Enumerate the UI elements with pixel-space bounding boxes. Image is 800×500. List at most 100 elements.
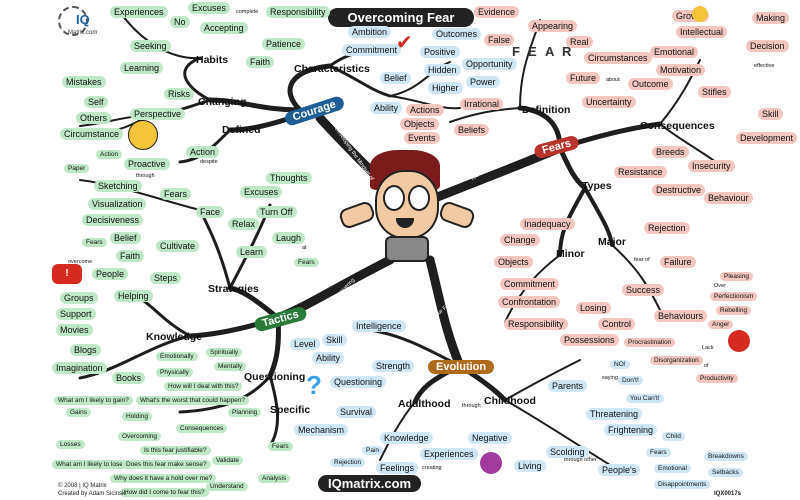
label-inadequacy[interactable]: Inadequacy [520,218,575,230]
label-pain[interactable]: Pain [362,446,384,455]
label-paper[interactable]: Paper [64,164,90,173]
label-productivity[interactable]: Productivity [696,374,738,383]
label-learning[interactable]: Learning [120,62,164,74]
node-consequences[interactable]: Consequences [640,120,715,132]
label-commitment[interactable]: Commitment [342,44,402,56]
label-evidence[interactable]: Evidence [474,6,520,18]
label-irrational[interactable]: Irrational [460,98,504,110]
label-no2[interactable]: NO! [610,360,630,369]
website-label[interactable]: IQmatrix.com [318,475,422,492]
node-definition[interactable]: Definition [522,104,571,116]
label-losses[interactable]: Losses [56,440,85,449]
label-decision[interactable]: Decision [746,40,789,52]
label-false[interactable]: False [484,34,515,46]
label-faith[interactable]: Faith [246,56,275,68]
node-adulthood[interactable]: Adulthood [398,398,451,410]
label-events[interactable]: Events [404,132,440,144]
label-groups[interactable]: Groups [60,292,98,304]
label-youcant[interactable]: You Can't! [626,394,664,403]
label-insecurity[interactable]: Insecurity [688,160,735,172]
label-risks[interactable]: Risks [164,88,194,100]
label-outcomes[interactable]: Outcomes [432,28,482,40]
label-possessions[interactable]: Possessions [560,334,619,346]
label-commitment2[interactable]: Commitment [500,278,560,290]
label-visualization[interactable]: Visualization [88,198,147,210]
label-steps[interactable]: Steps [150,272,182,284]
label-responsibility[interactable]: Responsibility [266,6,330,18]
node-childhood[interactable]: Childhood [484,395,536,407]
label-intellectual[interactable]: Intellectual [676,26,728,38]
label-real[interactable]: Real [566,36,593,48]
label-objects2[interactable]: Objects [494,256,533,268]
label-blogs[interactable]: Blogs [70,344,101,356]
label-fears-small[interactable]: Fears [294,258,319,267]
label-objects[interactable]: Objects [400,118,439,130]
label-turn-off[interactable]: Turn Off [256,206,297,218]
label-proactive[interactable]: Proactive [124,158,170,170]
label-emotionally[interactable]: Emotionally [156,352,198,361]
label-confrontation[interactable]: Confrontation [498,296,561,308]
node-changing[interactable]: Changing [198,96,247,108]
label-emotional2[interactable]: Emotional [654,464,691,473]
label-fears2[interactable]: Fears [160,188,192,200]
label-imagination[interactable]: Imagination [52,362,107,374]
label-planning[interactable]: Planning [228,408,262,417]
node-types[interactable]: Types [582,180,612,192]
label-positive[interactable]: Positive [420,46,460,58]
label-knowledge2[interactable]: Knowledge [380,432,433,444]
label-rejection[interactable]: Rejection [644,222,690,234]
label-development[interactable]: Development [736,132,798,144]
label-patience[interactable]: Patience [262,38,306,50]
label-how-deal[interactable]: How will I deal with this? [164,382,243,391]
label-mentally[interactable]: Mentally [214,362,247,371]
node-knowledge[interactable]: Knowledge [146,331,203,343]
label-validate[interactable]: Validate [212,456,244,465]
label-resistance[interactable]: Resistance [614,166,667,178]
label-beliefs[interactable]: Beliefs [454,124,490,136]
label-responsibility2[interactable]: Responsibility [504,318,568,330]
node-minor[interactable]: Minor [556,248,585,260]
label-sketching[interactable]: Sketching [94,180,142,192]
label-appearing[interactable]: Appearing [528,20,578,32]
label-power[interactable]: Power [466,76,500,88]
label-future[interactable]: Future [566,72,601,84]
label-circumstance[interactable]: Circumstance [60,128,124,140]
label-belief2[interactable]: Belief [110,232,141,244]
label-relax[interactable]: Relax [228,218,260,230]
label-fears4[interactable]: Fears [268,442,293,451]
label-thoughts[interactable]: Thoughts [266,172,312,184]
label-lose[interactable]: What am I likely to lose? [52,460,131,469]
label-consequences2[interactable]: Consequences [176,424,228,433]
node-habits[interactable]: Habits [196,54,229,66]
label-ambition[interactable]: Ambition [348,26,392,38]
label-peoples[interactable]: People's [598,464,641,476]
label-face[interactable]: Face [196,206,225,218]
label-control[interactable]: Control [598,318,636,330]
label-disorganization[interactable]: Disorganization [650,356,703,365]
label-emotional[interactable]: Emotional [650,46,699,58]
label-level[interactable]: Level [290,338,320,350]
label-accepting[interactable]: Accepting [200,22,248,34]
label-frightening[interactable]: Frightening [604,424,658,436]
label-destructive[interactable]: Destructive [652,184,706,196]
node-defined[interactable]: Defined [222,124,261,136]
label-action2[interactable]: Action [96,150,123,159]
label-experiences2[interactable]: Experiences [420,448,478,460]
label-rebelling[interactable]: Rebelling [716,306,752,315]
label-failure[interactable]: Failure [660,256,696,268]
node-questioning[interactable]: Questioning [244,371,306,383]
label-decisiveness[interactable]: Decisiveness [82,214,144,226]
label-dont[interactable]: Don't! [618,376,643,385]
label-threatening[interactable]: Threatening [586,408,643,420]
label-child[interactable]: Child [662,432,685,441]
label-mistakes[interactable]: Mistakes [62,76,106,88]
label-justifiable[interactable]: Is this fear justifiable? [140,446,211,455]
label-breakdowns[interactable]: Breakdowns [704,452,748,461]
label-pleasing[interactable]: Pleasing [720,272,753,281]
label-fears5[interactable]: Fears [646,448,671,457]
label-overcoming[interactable]: Overcoming [118,432,162,441]
label-people[interactable]: People [92,268,129,280]
label-behaviours[interactable]: Behaviours [654,310,708,322]
label-belief[interactable]: Belief [380,72,411,84]
label-stifles[interactable]: Stifles [698,86,731,98]
